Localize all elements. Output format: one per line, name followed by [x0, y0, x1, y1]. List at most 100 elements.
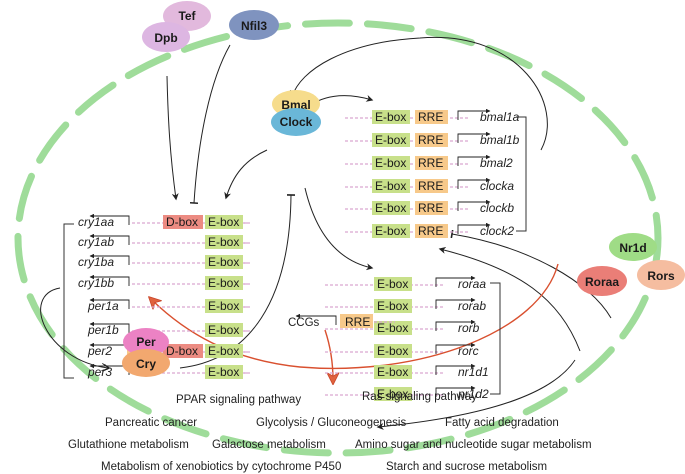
cell-membrane	[14, 19, 662, 457]
gene-row: cry1ba E-box	[78, 253, 250, 269]
rre-box	[415, 133, 448, 147]
ebox-box	[205, 235, 243, 249]
left-cluster-bracket	[63, 223, 74, 379]
ebox-label: E-box	[208, 235, 239, 249]
dbox-label: D-box	[166, 215, 198, 229]
gene-name: cry1ba	[78, 255, 114, 269]
nr1d-label: Nr1d	[619, 241, 646, 255]
cry-protein	[122, 349, 170, 377]
ebox-label: E-box	[208, 255, 239, 269]
clock-label: Clock	[280, 115, 313, 129]
clock-to-left-ebox-arrow	[224, 149, 268, 200]
nr1d-protein	[609, 233, 657, 261]
gene-name: clocka	[480, 179, 514, 193]
gene-name: per1b	[87, 323, 119, 337]
gene-name: clock2	[480, 224, 514, 238]
promoter-arrow	[435, 385, 476, 397]
percry-repression-line	[179, 194, 296, 369]
ebox-box	[372, 110, 410, 124]
promoter-arrow	[89, 253, 130, 265]
ccgs-label: CCGs	[288, 317, 320, 329]
ebox-box	[205, 276, 243, 290]
rre-label: RRE	[418, 133, 443, 147]
rre-label: RRE	[418, 201, 443, 215]
nfil3-protein	[229, 10, 279, 40]
ebox-label: E-box	[377, 387, 408, 401]
ebox-box	[374, 299, 412, 313]
nfil3-repression-line	[189, 44, 231, 205]
ebox-label: E-box	[377, 277, 408, 291]
clock-to-rora-ebox-arrow	[304, 187, 374, 271]
bmal-label: Bmal	[281, 98, 310, 112]
dpb-activation-arrow	[166, 75, 179, 201]
ebox-label: E-box	[377, 344, 408, 358]
gene-row: E-box rorc	[325, 342, 479, 358]
pathway-label: Amino sugar and nucleotide sugar metabol…	[355, 439, 592, 451]
bmal-cluster-bracket	[516, 116, 527, 232]
ebox-box	[372, 224, 410, 238]
rre-box	[415, 110, 448, 124]
pathway-label: PPAR signaling pathway	[176, 394, 301, 406]
gene-name: rorc	[458, 344, 479, 358]
ebox-box	[372, 156, 410, 170]
promoter-arrow	[89, 213, 130, 225]
ebox-box	[205, 323, 243, 337]
pathway-label: Glutathione metabolism	[68, 439, 189, 451]
red-arrows	[152, 263, 559, 380]
pathway-label: Fatty acid degradation	[445, 417, 559, 429]
rre-box	[415, 201, 448, 215]
roraa-label: Roraa	[585, 275, 619, 289]
ebox-label: E-box	[208, 323, 239, 337]
gene-name: per2	[87, 344, 112, 358]
rre-label: RRE	[418, 110, 443, 124]
ebox-label: E-box	[375, 156, 406, 170]
gene-name: cry1bb	[78, 276, 114, 290]
clock-protein	[271, 108, 321, 136]
gene-row: E-box rorab	[325, 297, 486, 313]
pathway-label: Galactose metabolism	[212, 439, 326, 451]
cry-per-to-percry-arrow	[40, 287, 108, 368]
pathway-label: Pancreatic cancer	[105, 417, 197, 429]
ccg-to-pathways-arrow	[324, 329, 333, 380]
ebox-label: E-box	[377, 299, 408, 313]
ebox-box	[205, 215, 243, 229]
nfil3-label: Nfil3	[241, 19, 267, 33]
promoter-arrow	[457, 108, 491, 120]
promoter-arrow	[435, 297, 476, 309]
ebox-box	[374, 321, 412, 335]
promoter-arrow	[435, 319, 476, 331]
gene-name: nr1d2	[458, 387, 489, 401]
gene-name: per1a	[87, 299, 119, 313]
roraa-to-ccg-rre-arrow	[376, 359, 576, 430]
gene-name: rorb	[458, 321, 480, 335]
ebox-label: E-box	[375, 133, 406, 147]
dbox-box	[163, 215, 203, 229]
per-label: Per	[136, 335, 156, 349]
rre-box	[415, 224, 448, 238]
promoter-arrow	[89, 297, 130, 309]
ebox-label: E-box	[208, 299, 239, 313]
promoter-arrow	[457, 222, 491, 234]
ccgs-rre-label: RRE	[345, 315, 370, 329]
ebox-label: E-box	[208, 365, 239, 379]
ebox-box	[205, 299, 243, 313]
ebox-box	[372, 201, 410, 215]
promoter-arrow	[457, 154, 491, 166]
gene-name: bmal2	[480, 156, 513, 170]
roraa-to-rre-arrow	[438, 246, 581, 352]
promoter-arrow	[457, 199, 491, 211]
promoter-arrow	[435, 275, 476, 287]
promoter-arrow	[89, 274, 130, 286]
gene-name: rorab	[458, 299, 486, 313]
enriched-pathways: PPAR signaling pathway Ras signaling pat…	[68, 391, 592, 473]
